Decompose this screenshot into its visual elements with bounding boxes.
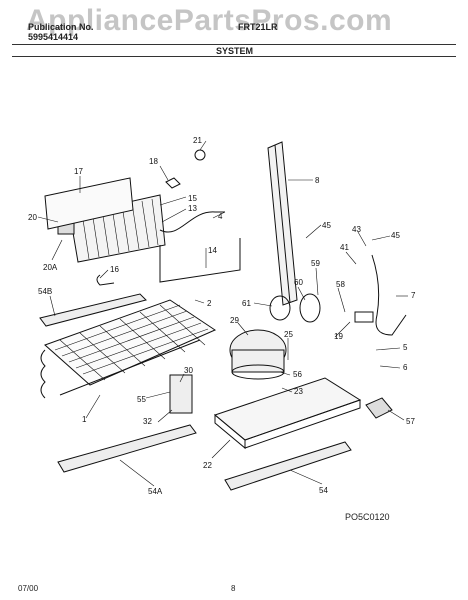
- callout-23: 23: [294, 387, 303, 396]
- tube-14: [159, 238, 241, 283]
- callout-7: 7: [411, 291, 416, 300]
- part-58: [354, 311, 374, 323]
- model-number: FRT21LR: [238, 22, 278, 32]
- channel-8: [267, 141, 298, 306]
- cord-7: [371, 254, 407, 336]
- callout-4: 4: [218, 212, 223, 221]
- callout-20: 20: [28, 213, 37, 222]
- callout-25: 25: [284, 330, 293, 339]
- publication-number: 5995414414: [28, 32, 79, 42]
- diagram-code: PO5C0120: [345, 512, 390, 522]
- callout-43: 43: [352, 225, 361, 234]
- callout-16: 16: [110, 265, 119, 274]
- footer-date: 07/00: [18, 584, 39, 593]
- callout-61: 61: [242, 299, 251, 308]
- callout-54a: 54A: [148, 487, 163, 496]
- callout-56: 56: [293, 370, 302, 379]
- evaporator-coil: [40, 299, 217, 399]
- callout-54b: 54B: [38, 287, 52, 296]
- callout-29: 29: [230, 316, 239, 325]
- callout-21: 21: [193, 136, 202, 145]
- callout-54: 54: [319, 486, 328, 495]
- part-21: [194, 149, 206, 161]
- part-57: [365, 397, 393, 419]
- header-rule-bottom: [12, 56, 456, 57]
- callout-30: 30: [184, 366, 193, 375]
- callout-57: 57: [406, 417, 415, 426]
- callout-15: 15: [188, 194, 197, 203]
- rail-54: [224, 441, 352, 491]
- callout-2: 2: [207, 299, 212, 308]
- callout-14: 14: [208, 246, 217, 255]
- bracket-54b: [39, 293, 147, 327]
- section-title: SYSTEM: [216, 46, 254, 56]
- publication-label: Publication No.: [28, 22, 94, 32]
- footer-page: 8: [231, 584, 236, 593]
- compressor-29: [229, 329, 287, 380]
- callout-41: 41: [340, 243, 349, 252]
- callout-20a: 20A: [43, 263, 58, 272]
- callout-13: 13: [188, 204, 197, 213]
- fan-61: [269, 293, 321, 323]
- callout-58: 58: [336, 280, 345, 289]
- callout-45a: 45: [322, 221, 331, 230]
- callout-45b: 45: [391, 231, 400, 240]
- callout-32: 32: [143, 417, 152, 426]
- callout-17: 17: [74, 167, 83, 176]
- part-16: [96, 274, 115, 286]
- callout-6: 6: [403, 363, 408, 372]
- callout-55: 55: [137, 395, 146, 404]
- part-18: [165, 177, 181, 189]
- callout-8: 8: [315, 176, 320, 185]
- header-rule-top: [12, 44, 456, 45]
- tube-13: [159, 211, 225, 233]
- callout-60: 60: [294, 278, 303, 287]
- condenser-panel: [44, 177, 134, 230]
- watermark-text: AppliancePartsPros.com: [26, 4, 393, 37]
- callout-1: 1: [82, 415, 87, 424]
- part-55: [169, 374, 193, 414]
- callout-19: 19: [334, 332, 343, 341]
- callout-5: 5: [403, 343, 408, 352]
- rail-54a: [57, 424, 197, 473]
- callout-22: 22: [203, 461, 212, 470]
- callout-59: 59: [311, 259, 320, 268]
- base-22: [213, 377, 362, 450]
- callout-18: 18: [149, 157, 158, 166]
